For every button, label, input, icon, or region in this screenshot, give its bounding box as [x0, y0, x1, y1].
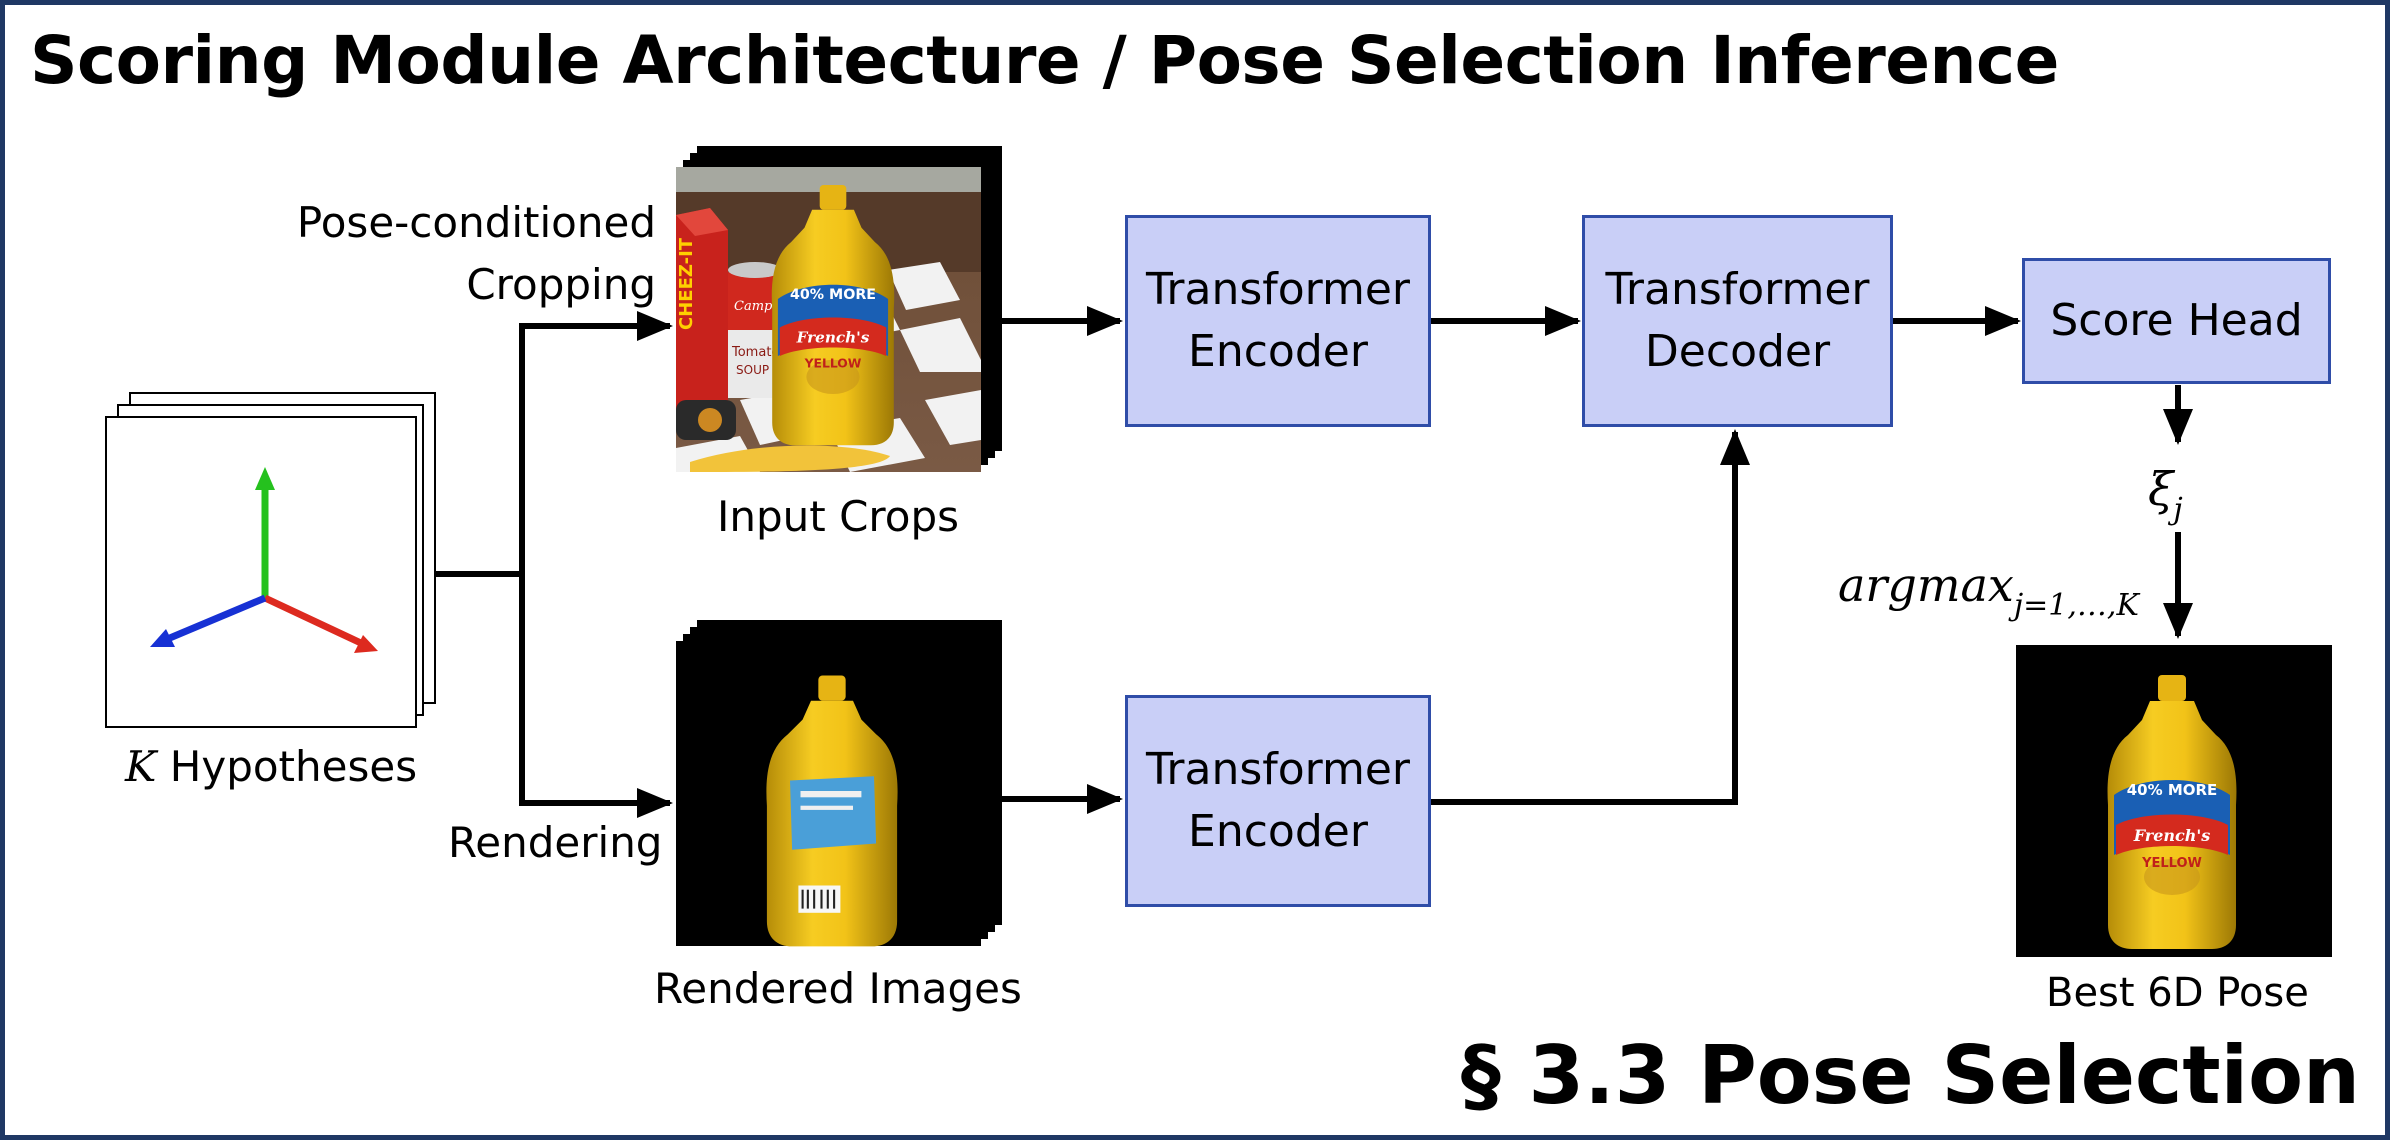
input-crop-photo: CHEEZ-IT Campbell's Tomato SOUP 40% MORE…: [676, 167, 981, 472]
can-type-text: SOUP: [736, 363, 769, 377]
best-bottle-badge: 40% MORE: [2127, 781, 2218, 799]
best-bottle-variety: YELLOW: [2141, 856, 2202, 871]
edge-to-rendering: [519, 574, 673, 818]
figure-title: Scoring Module Architecture / Pose Selec…: [30, 22, 2059, 99]
pose-axes-icon: [150, 467, 378, 653]
section-label: § 3.3 Pose Selection: [1460, 1029, 2360, 1122]
crop-bottle-badge: 40% MORE: [790, 287, 876, 303]
score-symbol: ξj: [2148, 462, 2183, 527]
score-head: Score Head: [2022, 258, 2331, 384]
edge-to-cropping: [519, 311, 673, 574]
input-crops-label: Input Crops: [717, 492, 960, 541]
hypotheses-label: K Hypotheses: [125, 742, 418, 791]
rendered-images-label: Rendered Images: [654, 964, 1022, 1013]
best-pose-bottle: 40% MORE French's YELLOW: [2107, 675, 2237, 949]
cheezit-text: CHEEZ-IT: [676, 237, 697, 330]
edge-encoder2-to-decoder: [1430, 429, 1750, 805]
can-flavor-text: Tomato: [731, 345, 779, 360]
crop-bottle-brand: French's: [796, 329, 870, 347]
rendering-label: Rendering: [448, 818, 663, 867]
crop-bottle-variety: YELLOW: [804, 356, 862, 370]
pose-cropping-label: Pose-conditioned Cropping: [296, 198, 656, 309]
best-bottle-brand: French's: [2133, 826, 2211, 845]
best-pose-label: Best 6D Pose: [2046, 970, 2309, 1016]
hypotheses-stack: [105, 392, 436, 728]
argmax-label: argmaxj=1,…,K: [1838, 558, 2139, 623]
